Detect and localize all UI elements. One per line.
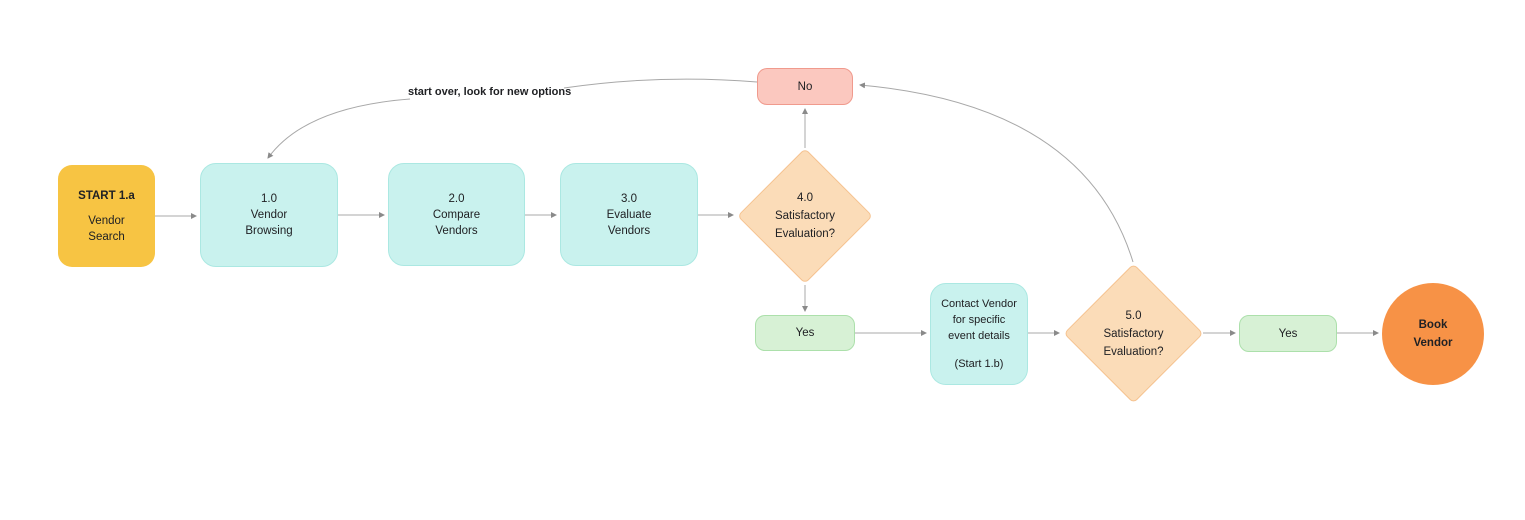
end-node-book-vendor[interactable]: Book Vendor: [1382, 283, 1484, 385]
yes-label-node-2[interactable]: Yes: [1239, 315, 1337, 352]
start-node[interactable]: START 1.a Vendor Search: [58, 165, 155, 267]
no-label-node[interactable]: No: [757, 68, 853, 105]
process-node-line: Vendors: [607, 224, 651, 237]
connector-decision5-to-no: [859, 82, 1134, 263]
end-node-line: Vendor: [1413, 337, 1453, 349]
process-node-line: Compare: [432, 208, 481, 221]
process-node-contact-vendor[interactable]: Contact Vendor for specific event detail…: [930, 283, 1028, 385]
process-node-line: 2.0: [448, 192, 465, 205]
end-node-line: Book: [1418, 319, 1448, 331]
start-node-line: Search: [88, 230, 125, 243]
decision-node-line: 5.0: [1125, 309, 1142, 322]
process-node-line: Vendor: [250, 209, 288, 221]
decision-node-line: 4.0: [797, 192, 813, 204]
contact-node-line: event details: [948, 330, 1010, 342]
contact-node-line: Contact Vendor: [941, 298, 1017, 310]
contact-node-line: (Start 1.b): [954, 358, 1004, 370]
yes-label-node-1[interactable]: Yes: [755, 315, 855, 351]
process-node-vendor-browsing[interactable]: 1.0 Vendor Browsing: [200, 163, 338, 267]
process-node-line: Vendors: [435, 224, 478, 237]
decision-node-line: Satisfactory: [1103, 327, 1164, 340]
decision-node-line: Satisfactory: [774, 210, 836, 222]
decision-node-line: Evaluation?: [774, 228, 836, 240]
process-node-compare-vendors[interactable]: 2.0 Compare Vendors: [388, 163, 525, 266]
loop-note-label: start over, look for new options: [408, 86, 572, 98]
decision-node-satisfactory-evaluation-4[interactable]: 4.0 Satisfactory Evaluation?: [737, 148, 873, 284]
process-node-line: 1.0: [261, 193, 277, 205]
yes-label-text: Yes: [795, 327, 815, 339]
contact-node-line: for specific: [952, 314, 1006, 326]
start-node-title: START 1.a: [78, 189, 135, 202]
process-node-line: Evaluate: [606, 208, 652, 221]
no-label-text: No: [797, 80, 813, 93]
yes-label-text: Yes: [1278, 327, 1298, 340]
decision-node-line: Evaluation?: [1103, 345, 1164, 358]
process-node-line: Browsing: [245, 225, 293, 237]
process-node-line: 3.0: [621, 192, 637, 205]
connector-loop-note-to-step1: [267, 98, 411, 159]
connector-no-to-loop-note: [563, 78, 758, 89]
process-node-evaluate-vendors[interactable]: 3.0 Evaluate Vendors: [560, 163, 698, 266]
decision-node-satisfactory-evaluation-5[interactable]: 5.0 Satisfactory Evaluation?: [1063, 263, 1204, 404]
start-node-line: Vendor: [88, 214, 125, 227]
